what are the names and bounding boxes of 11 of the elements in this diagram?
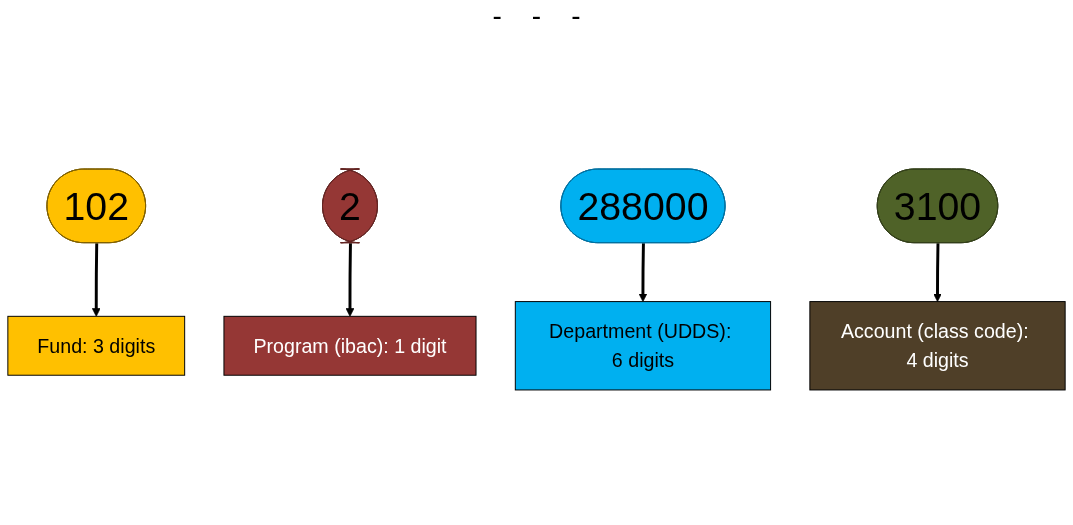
hyphen-label: - bbox=[531, 0, 542, 33]
node-box: Account (class code): 4 digits bbox=[809, 301, 1066, 391]
arrow bbox=[638, 243, 648, 302]
hyphen-label: - bbox=[571, 0, 581, 33]
hyphen-label: - bbox=[492, 0, 502, 33]
node-box: Fund: 3 digits bbox=[7, 315, 186, 376]
arrow bbox=[933, 243, 942, 302]
node-box: Program (ibac): 1 digit bbox=[223, 315, 477, 376]
node-box: Department (UDDS): 6 digits bbox=[514, 301, 772, 391]
arrow bbox=[91, 243, 101, 317]
arrow bbox=[345, 243, 355, 317]
